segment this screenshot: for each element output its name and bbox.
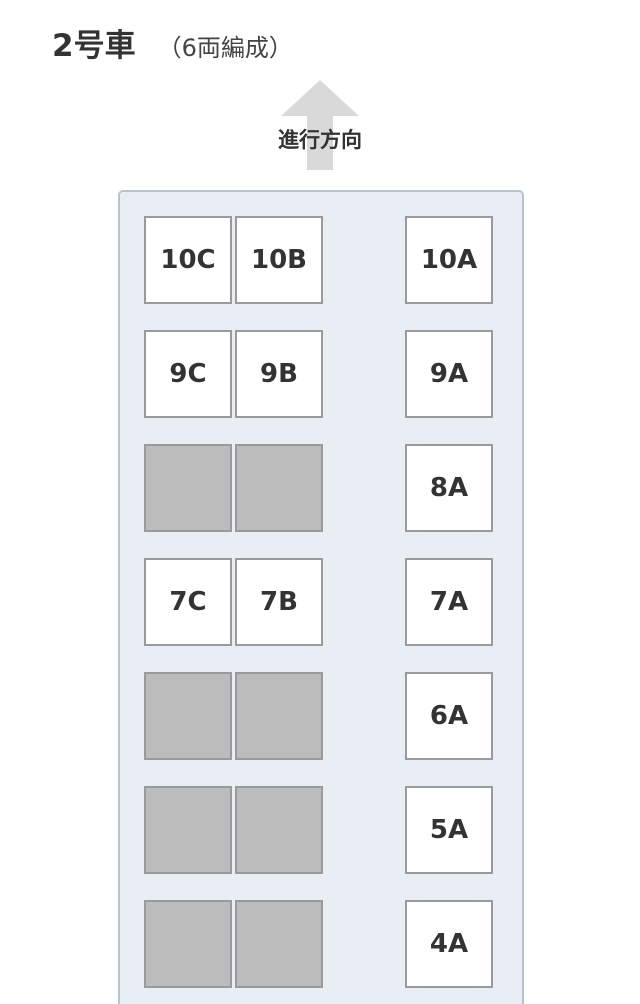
seat-8a[interactable]: 8A [405, 444, 493, 532]
car-title: 2号車 [52, 28, 136, 64]
direction-label: 進行方向 [278, 128, 362, 152]
seat-5a[interactable]: 5A [405, 786, 493, 874]
travel-direction: 進行方向 [270, 80, 370, 170]
seat-10a[interactable]: 10A [405, 216, 493, 304]
seat-9c[interactable]: 9C [144, 330, 232, 418]
seat-unavailable [235, 786, 323, 874]
seat-unavailable [144, 444, 232, 532]
seat-unavailable [235, 444, 323, 532]
seat-6a[interactable]: 6A [405, 672, 493, 760]
seat-unavailable [144, 672, 232, 760]
seat-10b[interactable]: 10B [235, 216, 323, 304]
car-header: 2号車 （6両編成） [52, 20, 293, 65]
seat-unavailable [144, 900, 232, 988]
seat-unavailable [235, 900, 323, 988]
seat-9b[interactable]: 9B [235, 330, 323, 418]
seat-7a[interactable]: 7A [405, 558, 493, 646]
seat-7c[interactable]: 7C [144, 558, 232, 646]
car-formation: （6両編成） [157, 34, 293, 62]
seat-10c[interactable]: 10C [144, 216, 232, 304]
seat-unavailable [144, 786, 232, 874]
seat-7b[interactable]: 7B [235, 558, 323, 646]
seat-4a[interactable]: 4A [405, 900, 493, 988]
arrow-up-icon [281, 80, 359, 170]
seat-unavailable [235, 672, 323, 760]
seat-9a[interactable]: 9A [405, 330, 493, 418]
